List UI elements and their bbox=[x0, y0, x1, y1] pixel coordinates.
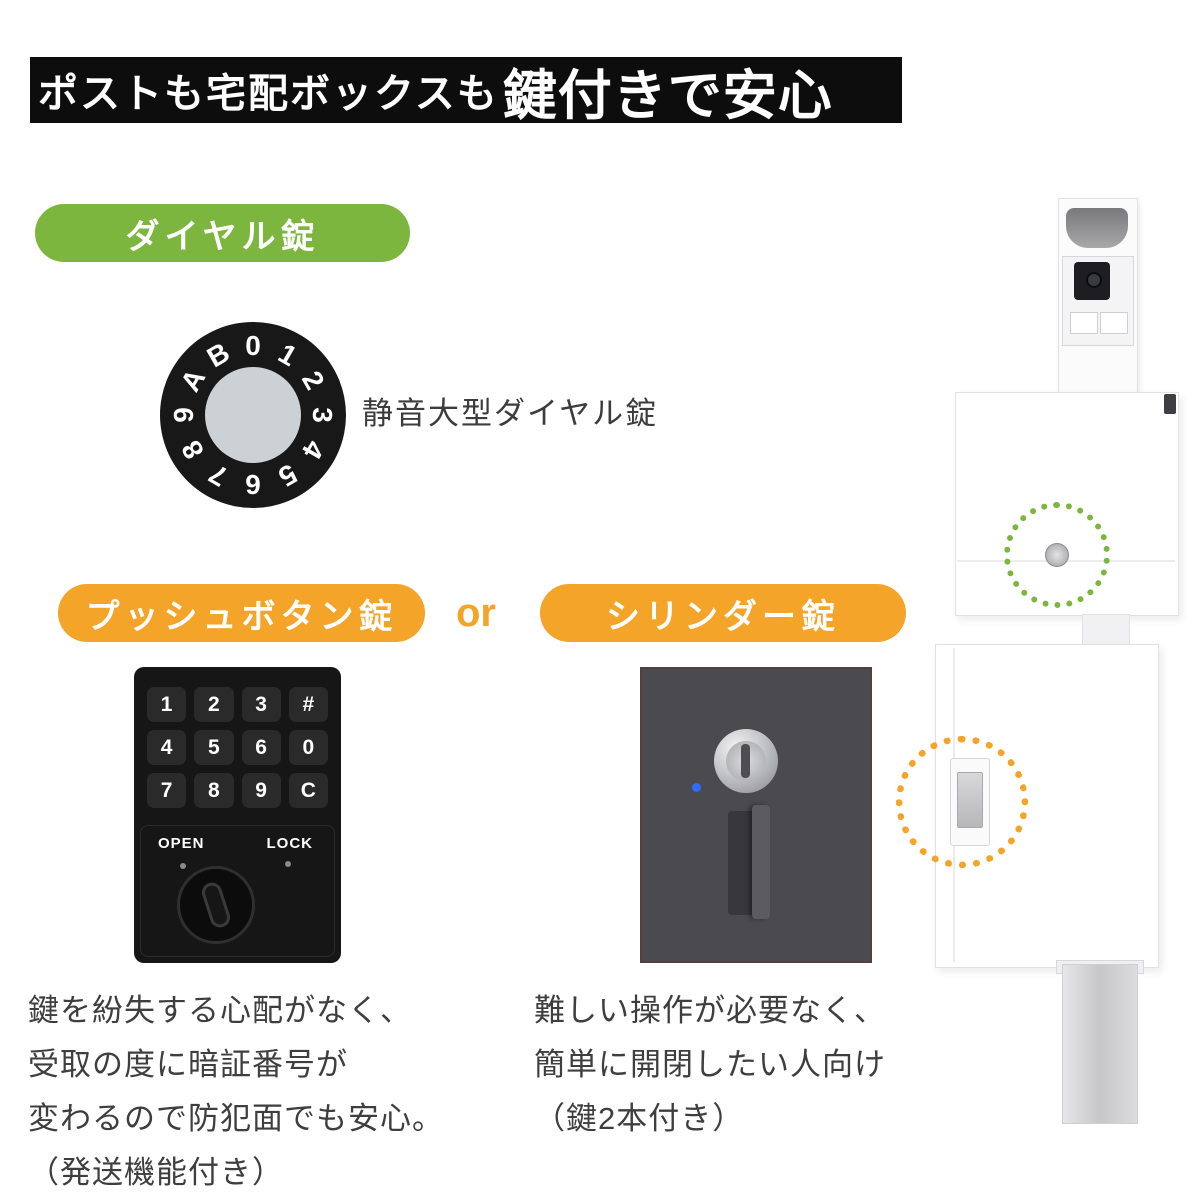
keyhole-slot bbox=[203, 883, 229, 927]
keypad-key: 7 bbox=[147, 773, 187, 808]
intercom-button bbox=[1100, 312, 1128, 334]
title-banner-emphasis: 鍵付きで安心 bbox=[502, 65, 833, 126]
keypad-key: 0 bbox=[288, 730, 328, 765]
dial-caption: 静音大型ダイヤル錠 bbox=[362, 396, 659, 431]
description-line: 簡単に開閉したい人向け bbox=[534, 1047, 886, 1082]
keyhole-icon bbox=[177, 866, 255, 944]
door-handle-bar bbox=[752, 805, 770, 919]
cylinder-core bbox=[726, 741, 766, 781]
cylinder-lock-image bbox=[640, 667, 872, 963]
description-line: 変わるので防犯面でも安心。 bbox=[28, 1101, 444, 1136]
dial-lock-image: 0 1 2 3 4 5 6 7 8 9 A B bbox=[160, 322, 346, 508]
keypad-key: # bbox=[288, 687, 328, 722]
description-line: （鍵2本付き） bbox=[534, 1101, 745, 1136]
dial-character: 6 bbox=[245, 469, 261, 500]
dial-character: 9 bbox=[168, 407, 199, 423]
keypad-keys: 1 2 3 # 4 5 6 0 7 8 9 C bbox=[147, 687, 328, 808]
dial-lock-label: ダイヤル錠 bbox=[35, 204, 410, 262]
camera-lens-icon bbox=[1086, 272, 1102, 288]
push-lock-label: プッシュボタン錠 bbox=[58, 584, 425, 642]
description-line: （発送機能付き） bbox=[28, 1155, 284, 1190]
pedestal-base bbox=[1062, 964, 1138, 1124]
dial-center-knob bbox=[205, 367, 301, 463]
keypad-lower-panel bbox=[140, 825, 335, 957]
lock-label: LOCK bbox=[266, 835, 313, 852]
orange-dotted-highlight-circle bbox=[896, 736, 1028, 868]
or-text: or bbox=[456, 590, 496, 635]
description-line: 鍵を紛失する心配がなく、 bbox=[28, 993, 412, 1028]
pillar-recess bbox=[1066, 208, 1128, 248]
green-dotted-highlight-circle bbox=[1004, 502, 1110, 608]
cylinder-lock-label: シリンダー錠 bbox=[540, 584, 906, 642]
keypad-key: 1 bbox=[147, 687, 187, 722]
push-button-lock-image: 1 2 3 # 4 5 6 0 7 8 9 C OPEN LOCK bbox=[134, 667, 341, 963]
intercom-button bbox=[1070, 312, 1098, 334]
cylinder-lock-description: 難しい操作が必要なく、 簡単に開閉したい人向け （鍵2本付き） bbox=[534, 984, 886, 1146]
cylinder-key-slot bbox=[741, 744, 750, 778]
open-indicator-dot bbox=[180, 863, 186, 869]
description-line: 受取の度に暗証番号が bbox=[28, 1047, 348, 1082]
keypad-key: 2 bbox=[194, 687, 234, 722]
dial-character: 3 bbox=[307, 407, 338, 423]
led-indicator bbox=[692, 783, 701, 792]
title-banner-normal: ポストも宅配ボックスも bbox=[38, 72, 499, 116]
keypad-key: 3 bbox=[241, 687, 281, 722]
open-label: OPEN bbox=[158, 835, 205, 852]
keypad-key: 4 bbox=[147, 730, 187, 765]
keypad-key: 9 bbox=[241, 773, 281, 808]
description-line: 難しい操作が必要なく、 bbox=[534, 993, 886, 1028]
post-latch bbox=[1164, 394, 1176, 414]
push-lock-description: 鍵を紛失する心配がなく、 受取の度に暗証番号が 変わるので防犯面でも安心。 （発… bbox=[28, 984, 444, 1200]
unit-connector bbox=[1082, 614, 1130, 646]
cylinder-icon bbox=[714, 729, 778, 793]
dial-character: 0 bbox=[245, 330, 261, 361]
title-banner: ポストも宅配ボックスも 鍵付きで安心 bbox=[30, 57, 902, 126]
keypad-key: 6 bbox=[241, 730, 281, 765]
keypad-key: 5 bbox=[194, 730, 234, 765]
lock-indicator-dot bbox=[285, 861, 291, 867]
keypad-key: C bbox=[288, 773, 328, 808]
keypad-key: 8 bbox=[194, 773, 234, 808]
